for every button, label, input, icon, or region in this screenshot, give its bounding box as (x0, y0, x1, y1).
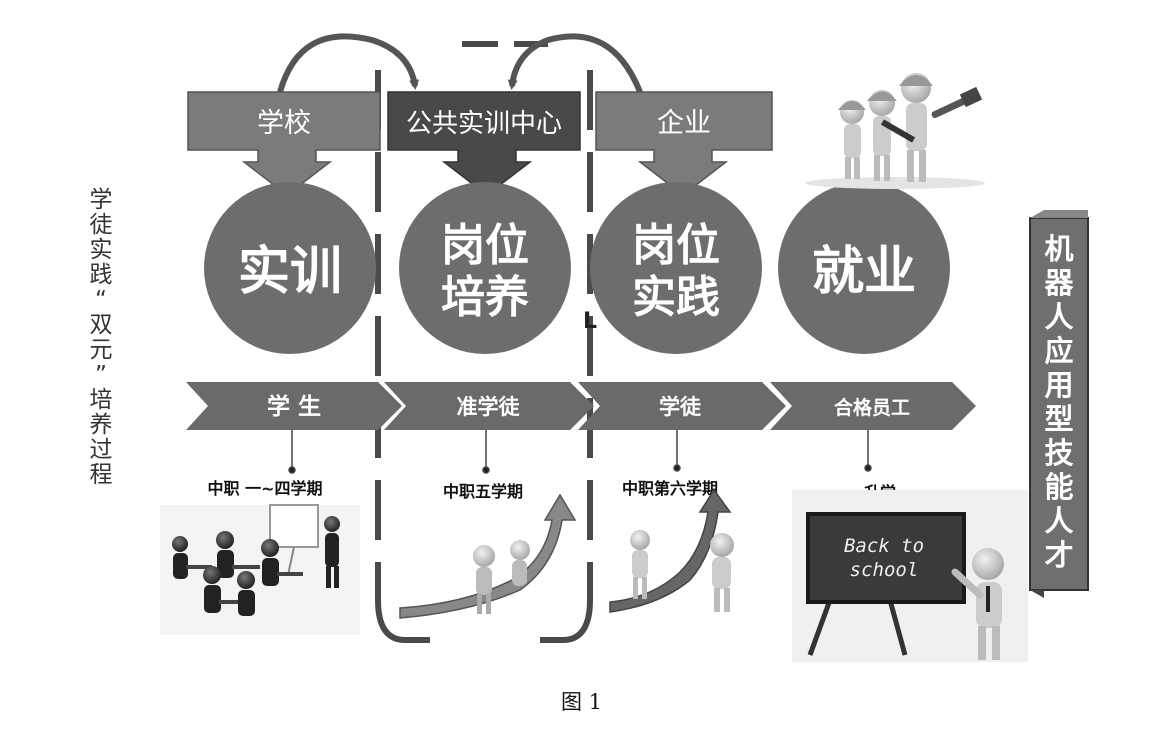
role-chevron-student: 学 生 (186, 382, 402, 430)
timeline-connectors (288, 430, 872, 474)
svg-text:实训: 实训 (238, 242, 342, 302)
apprentice-illustration (609, 488, 734, 613)
right-banner (1029, 210, 1089, 598)
svg-text:就业: 就业 (812, 242, 916, 302)
climbing-illustration (399, 493, 577, 619)
svg-text:准学徒: 准学徒 (457, 395, 521, 419)
entity-enterprise: 企业 (595, 91, 773, 196)
stage-circle-employment: 就业 (778, 182, 950, 354)
entity-enterprise-label: 企业 (657, 108, 711, 139)
role-chevron-qualified-employee: 合格员工 (770, 382, 976, 430)
svg-text:岗位: 岗位 (441, 220, 529, 271)
entity-school: 学校 (187, 91, 381, 196)
entity-public-training-center: 公共实训中心 (387, 91, 581, 196)
curved-arrows (277, 33, 643, 94)
chalkboard-line-1: Back to (844, 535, 924, 557)
svg-text:合格员工: 合格员工 (834, 396, 910, 419)
stage-circle-post-cultivation: 岗位 培养 (399, 182, 571, 354)
role-chevron-apprentice: 学徒 (578, 382, 786, 430)
back-to-school-illustration: Back to school (792, 490, 1028, 662)
workers-illustration (805, 73, 985, 189)
stage-circle-training: 实训 (204, 182, 376, 354)
figure-caption: 图 1 (560, 690, 603, 714)
svg-text:学 生: 学 生 (267, 393, 321, 420)
period-label-2: 中职五学期 (443, 482, 523, 501)
period-label-1: 中职 一~四学期 (208, 479, 323, 498)
chalkboard-line-2: school (850, 559, 919, 581)
tiny-mark: L (583, 309, 597, 334)
classroom-illustration (160, 504, 360, 635)
stage-circle-post-practice: 岗位 实践 (590, 182, 762, 354)
role-chevron-quasi-apprentice: 准学徒 (384, 382, 594, 430)
entity-public-training-center-label: 公共实训中心 (406, 109, 562, 139)
svg-text:培养: 培养 (441, 272, 529, 323)
side-title: 学 徒 实 践 “ 双 元 ” 培 养 过 程 (89, 187, 113, 488)
entity-school-label: 学校 (257, 108, 311, 139)
svg-text:岗位: 岗位 (632, 220, 720, 271)
chalkboard (806, 512, 966, 604)
right-banner-title: 机 器 人 应 用 型 技 能 人 才 (1044, 232, 1074, 572)
svg-text:学徒: 学徒 (659, 395, 702, 419)
svg-text:实践: 实践 (632, 272, 720, 323)
period-label-3: 中职第六学期 (622, 479, 718, 498)
